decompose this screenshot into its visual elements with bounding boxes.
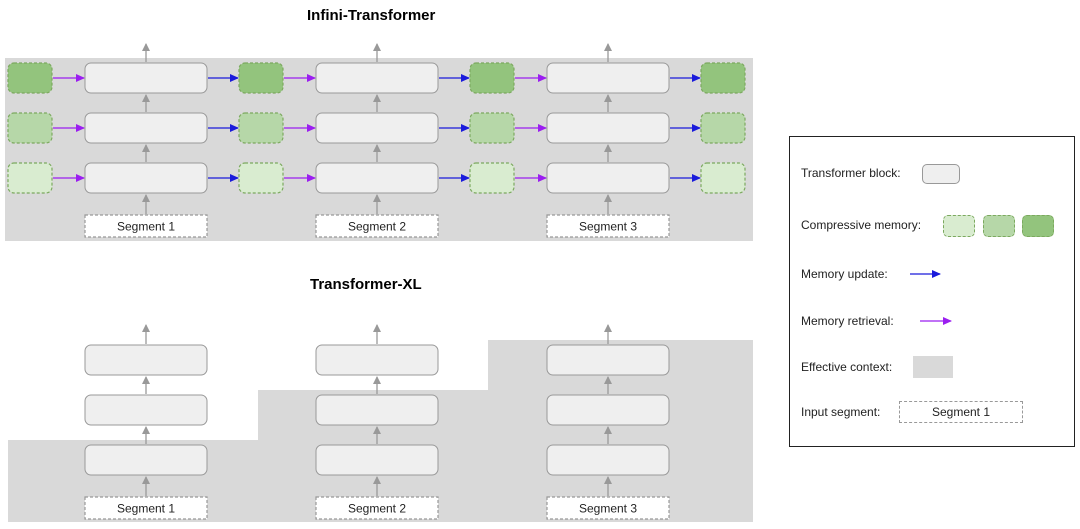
xl-block-seg2-layer1: [315, 444, 439, 476]
infini-block-seg1-layer3: [84, 62, 208, 94]
xl-segment-3-label: Segment 3: [579, 502, 637, 516]
infini-segment-1: [84, 214, 208, 238]
legend-memory-mid-swatch: [983, 215, 1015, 237]
infini-segment-2: [315, 214, 439, 238]
infini-block-seg2-layer1: [315, 162, 439, 194]
infini-block-seg3-layer1: [546, 162, 670, 194]
xl-block-seg1-layer3: [84, 344, 208, 376]
infini-segment-3-label: Segment 3: [579, 220, 637, 234]
infini-block-seg1-layer2: [84, 112, 208, 144]
legend-input-segment-label: Input segment:: [801, 405, 881, 419]
memory-state-3-layer3: [700, 62, 746, 94]
legend-transformer-block-swatch: [922, 164, 960, 184]
legend-input-segment-swatch: Segment 1: [899, 401, 1023, 423]
transformer-xl-title: Transformer-XL: [310, 276, 422, 293]
memory-state-3-layer2: [700, 112, 746, 144]
xl-block-seg3-layer1: [546, 444, 670, 476]
memory-state-1-layer2: [238, 112, 284, 144]
memory-state-2-layer1: [469, 162, 515, 194]
xl-segment-2-label: Segment 2: [348, 502, 406, 516]
legend-compressive-memory-label: Compressive memory:: [801, 218, 922, 232]
infini-segment-3: [546, 214, 670, 238]
infini-transformer-diagram: Segment 1 Segment 2 Segment 3: [5, 43, 753, 241]
infini-block-seg2-layer2: [315, 112, 439, 144]
legend-effective-context-swatch: [913, 356, 953, 378]
xl-block-seg2-layer2: [315, 394, 439, 426]
infini-segment-2-label: Segment 2: [348, 220, 406, 234]
xl-block-seg3-layer2: [546, 394, 670, 426]
legend-transformer-block-label: Transformer block:: [801, 166, 901, 180]
legend-effective-context-label: Effective context:: [801, 360, 893, 374]
memory-state-0-layer1: [7, 162, 53, 194]
memory-state-2-layer3: [469, 62, 515, 94]
legend-memory-update-label: Memory update:: [801, 267, 888, 281]
legend-arrows: [910, 270, 952, 325]
xl-segment-1-label: Segment 1: [117, 502, 175, 516]
memory-state-2-layer2: [469, 112, 515, 144]
memory-state-3-layer1: [700, 162, 746, 194]
memory-state-1-layer1: [238, 162, 284, 194]
legend-memory-light-swatch: [943, 215, 975, 237]
xl-segment-2: [315, 496, 439, 520]
infini-transformer-title: Infini-Transformer: [307, 7, 436, 24]
memory-state-0-layer3: [7, 62, 53, 94]
transformer-xl-diagram: Segment 1 Segment 2 Segment 3: [8, 324, 753, 522]
xl-block-seg2-layer3: [315, 344, 439, 376]
legend: [789, 136, 1075, 447]
legend-memory-retrieval-label: Memory retrieval:: [801, 314, 894, 328]
infini-segment-1-label: Segment 1: [117, 220, 175, 234]
xl-segment-3: [546, 496, 670, 520]
xl-block-seg1-layer2: [84, 394, 208, 426]
memory-state-1-layer3: [238, 62, 284, 94]
xl-block-seg1-layer1: [84, 444, 208, 476]
xl-segment-1: [84, 496, 208, 520]
infini-block-seg3-layer2: [546, 112, 670, 144]
memory-state-0-layer2: [7, 112, 53, 144]
infini-block-seg1-layer1: [84, 162, 208, 194]
xl-block-seg3-layer3: [546, 344, 670, 376]
legend-memory-dark-swatch: [1022, 215, 1054, 237]
infini-block-seg3-layer3: [546, 62, 670, 94]
infini-block-seg2-layer3: [315, 62, 439, 94]
